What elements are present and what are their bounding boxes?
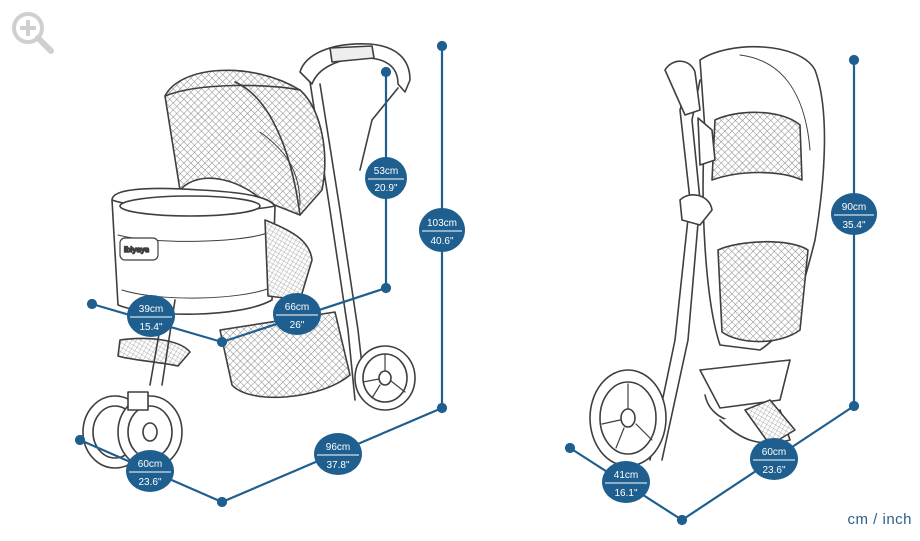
open-inner-depth-cm: 39cm — [139, 304, 163, 315]
open-total-height-in: 40.6" — [430, 236, 453, 247]
folded-width-in: 23.6" — [762, 465, 785, 476]
zoom-in-button[interactable] — [8, 8, 56, 56]
badge-open-handle-height: 53cm 20.9" — [365, 157, 407, 199]
open-handle-height-in: 20.9" — [374, 183, 397, 194]
open-length-in: 37.8" — [326, 460, 349, 471]
badge-folded-depth: 41cm 16.1" — [602, 461, 650, 503]
folded-stroller-illustration — [589, 45, 826, 467]
folded-height-in: 35.4" — [842, 220, 865, 231]
open-width-cm: 60cm — [138, 459, 162, 470]
open-inner-depth-in: 15.4" — [139, 322, 162, 333]
open-handle-height-cm: 53cm — [374, 166, 398, 177]
canopy — [164, 69, 326, 216]
brand-logo: ibiyaya — [124, 246, 149, 254]
folded-width-cm: 60cm — [762, 447, 786, 458]
zoom-in-icon — [12, 12, 54, 54]
front-wheels-open — [82, 391, 183, 469]
folded-depth-in: 16.1" — [614, 488, 637, 499]
open-width-in: 23.6" — [138, 477, 161, 488]
badge-open-width: 60cm 23.6" — [126, 450, 174, 492]
unit-label: cm / inch — [847, 511, 912, 528]
folded-depth-cm: 41cm — [614, 470, 638, 481]
open-length-cm: 96cm — [326, 442, 350, 453]
badge-open-total-height: 103cm 40.6" — [419, 208, 465, 252]
open-inner-length-in: 26" — [290, 320, 305, 331]
badge-open-inner-length: 66cm 26" — [273, 293, 321, 335]
open-total-height-cm: 103cm — [427, 218, 457, 229]
badge-folded-width: 60cm 23.6" — [750, 438, 798, 480]
folded-height-cm: 90cm — [842, 202, 866, 213]
open-stroller-illustration: ibiyaya — [82, 43, 416, 469]
rear-wheel-folded — [589, 369, 667, 467]
open-inner-length-cm: 66cm — [285, 302, 309, 313]
storage-basket — [219, 311, 351, 399]
badge-open-length: 96cm 37.8" — [314, 433, 362, 475]
badge-open-inner-depth: 39cm 15.4" — [127, 295, 175, 337]
badge-folded-height: 90cm 35.4" — [831, 193, 877, 235]
rear-wheel-open — [354, 345, 416, 411]
